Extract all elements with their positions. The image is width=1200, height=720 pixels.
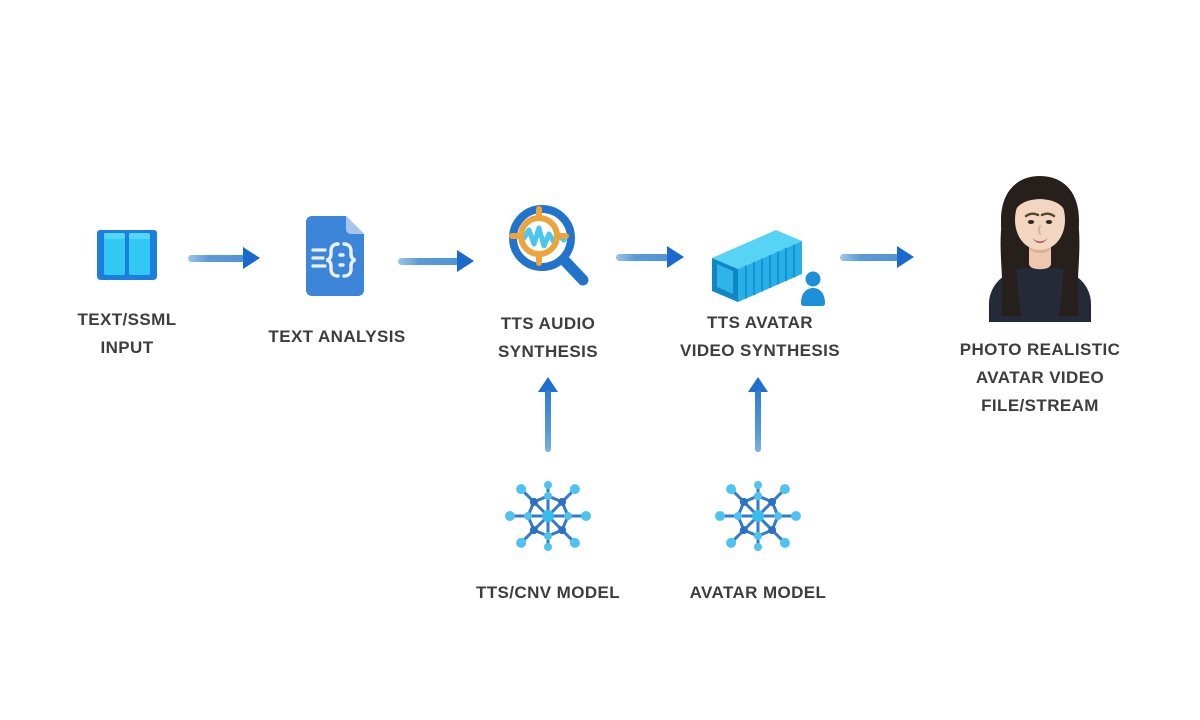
neural-network-icon [715, 481, 801, 551]
flow-arrow-right-icon [188, 247, 260, 269]
flow-arrow-up-icon [747, 377, 769, 452]
flow-arrow-up-icon [537, 377, 559, 452]
flow-arrow-right-icon [840, 246, 914, 268]
waveform-magnifier-icon [509, 205, 589, 286]
stage-label-tts-audio-synthesis: TTS AUDIO SYNTHESIS [498, 314, 598, 361]
container-person-icon [712, 230, 825, 306]
woman-avatar-photo [989, 176, 1091, 322]
neural-network-icon [505, 481, 591, 551]
code-document-icon [306, 216, 364, 296]
flow-arrow-right-icon [398, 250, 474, 272]
stage-label-photo-realistic-avatar: PHOTO REALISTIC AVATAR VIDEO FILE/STREAM [959, 340, 1121, 415]
model-label-tts-cnv: TTS/CNV MODEL [475, 583, 621, 602]
flow-arrow-right-icon [616, 246, 684, 268]
open-book-icon [97, 230, 157, 280]
stage-label-tts-avatar-video-synthesis: TTS AVATAR VIDEO SYNTHESIS [680, 313, 840, 360]
stage-label-text-ssml-input: TEXT/SSML INPUT [77, 310, 177, 357]
model-label-avatar: AVATAR MODEL [689, 583, 827, 602]
stage-label-text-analysis: TEXT ANALYSIS [268, 327, 406, 346]
